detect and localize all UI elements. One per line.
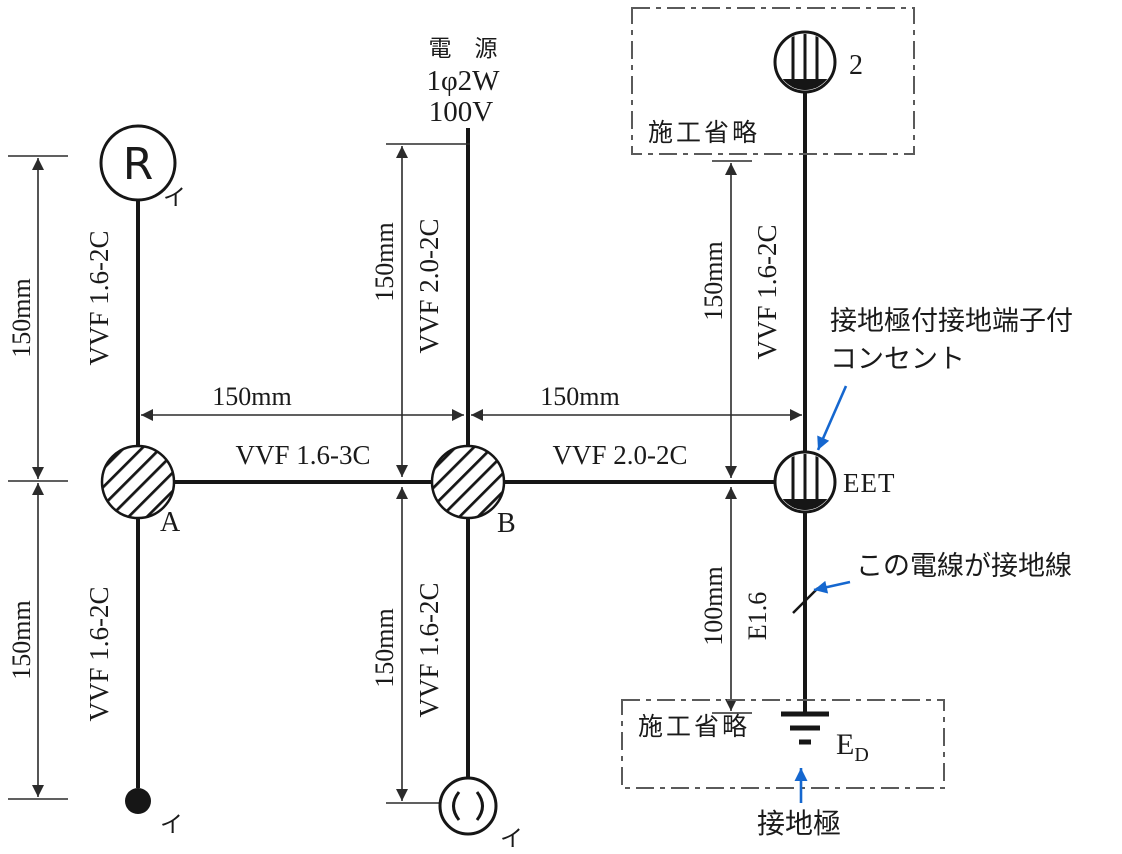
- power-source-title: 電 源: [429, 36, 498, 62]
- junction-box-a: A: [100, 444, 181, 538]
- dim-label: 150mm: [370, 222, 399, 301]
- dim-label: 150mm: [212, 382, 291, 411]
- annotation-eet-line2: コンセント: [830, 344, 965, 375]
- ceiling-rose-icon: [438, 776, 498, 836]
- annotation-eet-line1: 接地極付接地端子付: [830, 306, 1073, 337]
- outlet-omitted-label: 2: [849, 50, 863, 81]
- omitted-box-bottom-label: 施工省略: [638, 712, 750, 741]
- lamp-receptacle: R イ: [99, 124, 186, 211]
- cable-label-b-to-eet: VVF 2.0-2C: [552, 440, 687, 470]
- outlet-icon-detail: [777, 454, 833, 510]
- junction-box-icon: [430, 444, 506, 520]
- dim-label: 150mm: [540, 382, 619, 411]
- junction-box-icon: [100, 444, 176, 520]
- lamp-receptacle-icon: [99, 124, 177, 202]
- ceiling-rose-symbol: [452, 791, 461, 821]
- dim-label: 150mm: [370, 608, 399, 687]
- lamp-receptacle-circuit-label: イ: [163, 185, 186, 211]
- ground-electrode: ED: [781, 711, 869, 766]
- cable-label-ground-wire: E1.6: [743, 592, 772, 640]
- junction-box-b: B: [430, 444, 516, 539]
- annotation-arrow-ground-wire: [813, 580, 851, 594]
- omitted-boxes: 施工省略 施工省略: [621, 7, 945, 789]
- omitted-box-bottom: [621, 699, 945, 789]
- cable-label-left-lower: VVF 1.6-2C: [84, 586, 114, 721]
- lamp-receptacle-symbol: R: [123, 139, 154, 190]
- ground-electrode-label: ED: [836, 728, 869, 766]
- power-source: 電 源 1φ2W 100V: [426, 36, 500, 128]
- dim-label: 150mm: [7, 278, 36, 357]
- dimension-lines: 150mm 150mm 150mm 150mm 150mm 100mm 150m…: [7, 143, 802, 804]
- cable-label-a-to-b: VVF 1.6-3C: [235, 440, 370, 470]
- wires: [136, 92, 819, 788]
- annotation-ground-wire-note: この電線が接地線: [856, 551, 1072, 582]
- outlet-eet: EET: [773, 450, 895, 514]
- ground-wire-slash-mark: [792, 587, 819, 614]
- outlet-icon-detail: [777, 34, 833, 90]
- cable-labels: VVF 1.6-2C VVF 1.6-2C VVF 2.0-2C VVF 1.6…: [84, 218, 782, 721]
- junction-box-b-label: B: [497, 508, 516, 539]
- ceiling-rose-circuit-label: イ: [500, 826, 523, 852]
- outlet-eet-label: EET: [843, 468, 895, 498]
- dim-label: 100mm: [699, 566, 728, 645]
- annotation-electrode-note: 接地極: [757, 807, 841, 840]
- cable-label-right-upper: VVF 1.6-2C: [752, 224, 782, 359]
- cable-label-left-upper: VVF 1.6-2C: [84, 230, 114, 365]
- omitted-box-top: [631, 7, 915, 155]
- annotations: 接地極付接地端子付 コンセント この電線が接地線 接地極: [757, 306, 1073, 840]
- pendant-circuit-label: イ: [160, 812, 183, 838]
- power-source-voltage: 100V: [429, 96, 494, 128]
- dim-label: 150mm: [7, 600, 36, 679]
- power-source-phase: 1φ2W: [426, 65, 500, 97]
- outlet-omitted: 2: [773, 30, 863, 94]
- junction-box-a-label: A: [160, 507, 181, 538]
- cable-label-center-lower: VVF 1.6-2C: [414, 582, 444, 717]
- omitted-box-top-label: 施工省略: [648, 118, 760, 147]
- cable-label-center-upper: VVF 2.0-2C: [414, 218, 444, 353]
- annotation-arrow-eet: [816, 385, 848, 451]
- ceiling-rose: イ: [438, 776, 523, 852]
- pendant-fixture: イ: [125, 788, 183, 838]
- dim-label: 150mm: [699, 241, 728, 320]
- ceiling-rose-symbol: [475, 791, 484, 821]
- pendant-icon: [125, 788, 151, 814]
